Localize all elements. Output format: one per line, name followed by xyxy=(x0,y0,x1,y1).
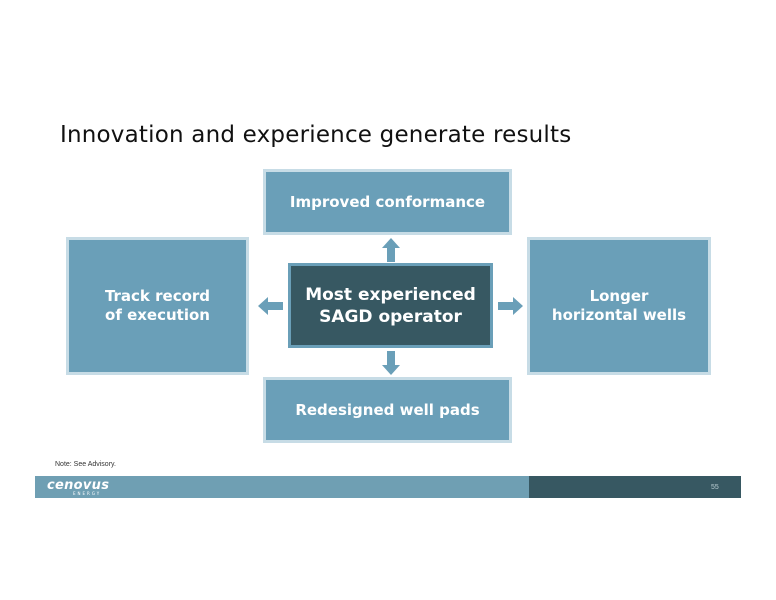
box-track-record-label: Track record of execution xyxy=(104,287,211,324)
box-redesigned-well-pads-label: Redesigned well pads xyxy=(295,400,480,419)
footer-bar xyxy=(35,476,529,498)
cenovus-logo-subtext: ENERGY xyxy=(73,491,102,496)
center-box-label: Most experienced SAGD operator xyxy=(305,284,476,327)
center-box: Most experienced SAGD operator xyxy=(288,263,493,348)
arrow-up-icon xyxy=(382,238,400,262)
box-redesigned-well-pads: Redesigned well pads xyxy=(263,377,512,443)
arrow-left-icon xyxy=(258,297,283,315)
slide-title: Innovation and experience generate resul… xyxy=(60,122,572,148)
box-improved-conformance: Improved conformance xyxy=(263,169,512,235)
box-longer-wells-label: Longer horizontal wells xyxy=(551,287,687,324)
page-number: 55 xyxy=(711,484,719,491)
advisory-note: Note: See Advisory. xyxy=(55,461,116,468)
box-improved-conformance-label: Improved conformance xyxy=(289,192,486,211)
box-track-record: Track record of execution xyxy=(66,237,249,375)
cenovus-logo: cenovus xyxy=(47,478,110,493)
arrow-down-icon xyxy=(382,351,400,375)
arrow-right-icon xyxy=(498,297,523,315)
box-longer-wells: Longer horizontal wells xyxy=(527,237,711,375)
footer-bar-dark xyxy=(529,476,741,498)
